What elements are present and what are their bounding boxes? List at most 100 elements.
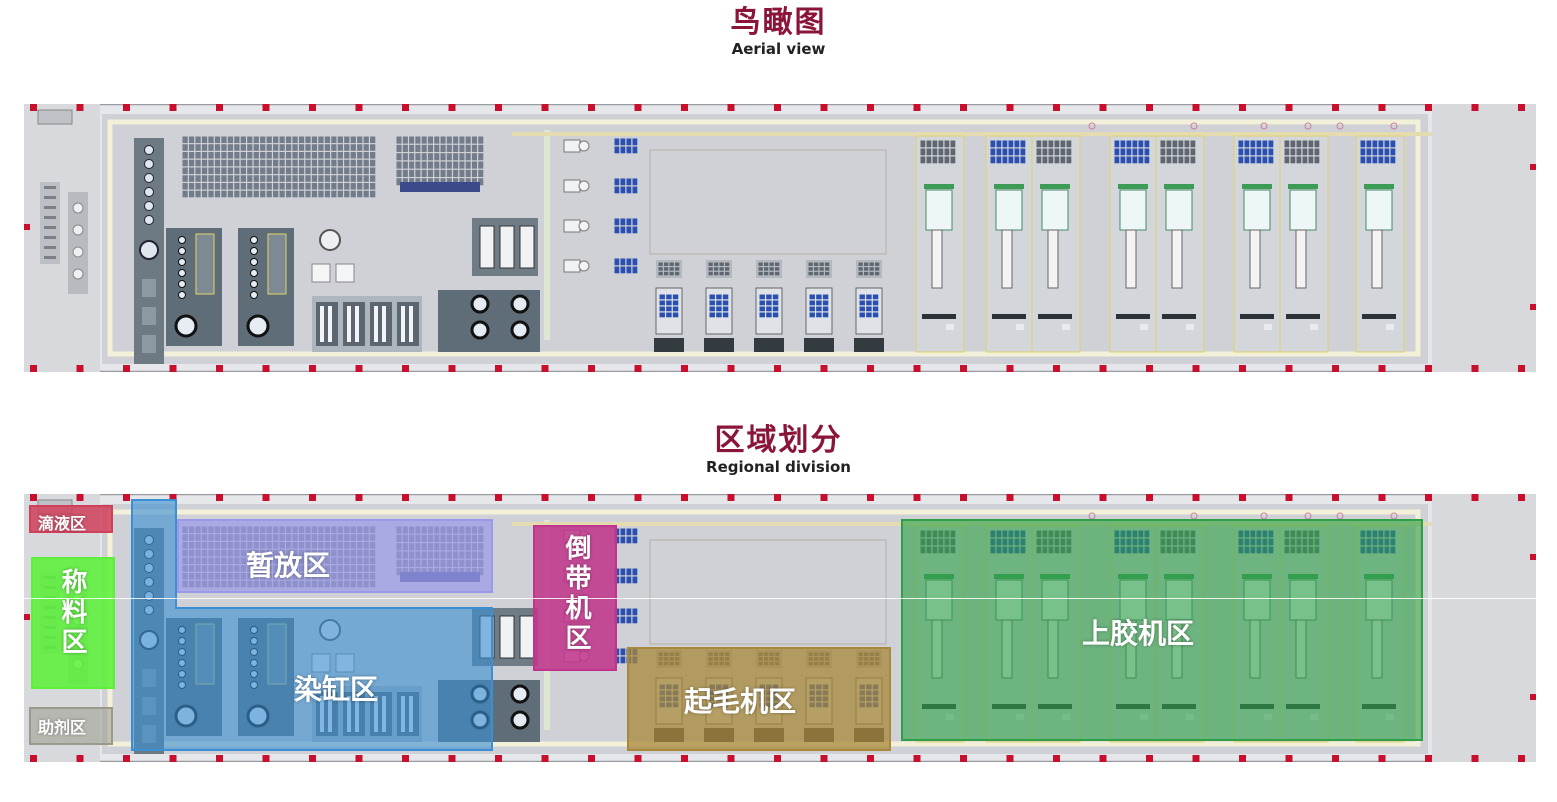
storage-pallets-main — [182, 136, 376, 198]
gluing-coater — [1289, 189, 1317, 231]
gluing-winder — [992, 314, 1026, 319]
rewind-roll — [578, 260, 590, 272]
pillar — [913, 755, 921, 762]
rewind-frame — [563, 219, 581, 233]
scale-pan — [72, 202, 84, 214]
pillar — [541, 755, 549, 762]
dye-vat-cell — [142, 335, 156, 353]
pillar — [681, 104, 688, 111]
pillar — [1285, 755, 1293, 762]
pillar — [867, 365, 874, 372]
pillar — [541, 104, 549, 111]
pillar — [309, 755, 316, 762]
gluing-creel — [1360, 140, 1396, 164]
zone-label-weighing: 称料区 — [57, 568, 87, 658]
entrance-area — [24, 104, 100, 372]
pillar — [309, 494, 316, 501]
dye-machine-panel — [267, 233, 287, 295]
pillar — [820, 104, 828, 111]
dye-vat-large-tank — [470, 294, 490, 314]
pillar — [820, 365, 828, 372]
pillar — [1518, 755, 1525, 762]
raising-machine-base — [654, 338, 684, 352]
pillar — [588, 365, 595, 372]
gluing-dryer — [931, 229, 943, 289]
dye-vat-port — [144, 173, 154, 183]
zone-storage — [177, 519, 493, 593]
raising-machine-head-grid — [808, 262, 830, 276]
pillar — [727, 494, 735, 501]
pillar — [774, 104, 781, 111]
aerial-title: 鸟瞰图 — [730, 5, 827, 40]
zone-label-rewind: 倒带机区 — [561, 534, 591, 654]
rack-shelf — [44, 186, 56, 189]
dye-rack — [370, 302, 392, 346]
gluing-coater-rail — [1164, 184, 1194, 189]
dye-vat-large-tank — [510, 684, 530, 704]
gluing-dryer — [1047, 229, 1059, 289]
pillar — [681, 365, 688, 372]
pillar — [634, 755, 642, 762]
divider-line — [0, 598, 1557, 599]
pillar — [1099, 365, 1107, 372]
dye-rack-slot — [355, 306, 359, 342]
gluing-creel — [1160, 140, 1196, 164]
gluing-coater — [1243, 189, 1271, 231]
gluing-label-tag — [1186, 324, 1194, 330]
pillar — [960, 755, 967, 762]
gluing-creel — [1284, 140, 1320, 164]
pillar — [169, 494, 177, 501]
pillar — [1425, 755, 1432, 762]
pillar — [681, 494, 688, 501]
pillar — [1530, 164, 1536, 170]
raising-machine-bobbins — [859, 294, 879, 318]
gluing-label-tag — [1140, 324, 1148, 330]
pillar — [448, 494, 456, 501]
pillar — [774, 365, 781, 372]
zone-label-dyeing: 染缸区 — [294, 673, 379, 706]
dye-vat-large-tank — [510, 710, 530, 730]
dye-machine-port — [178, 291, 186, 299]
pillar — [588, 494, 595, 501]
dye-rack-slot — [328, 306, 332, 342]
pillar — [216, 365, 223, 372]
floor-marker — [1390, 122, 1398, 130]
dye-rack-slot — [401, 306, 405, 342]
dye-machine-tank — [246, 314, 270, 338]
floor-marker — [1260, 122, 1268, 130]
pillar — [402, 494, 409, 501]
end-bay — [1432, 494, 1536, 762]
pillar — [1239, 365, 1246, 372]
pillar — [1518, 365, 1525, 372]
pillar — [1332, 365, 1339, 372]
gluing-label-tag — [1310, 324, 1318, 330]
pillar — [402, 755, 409, 762]
pillar — [1146, 365, 1153, 372]
pillar — [123, 755, 130, 762]
dye-machine-port — [178, 247, 186, 255]
pillar — [262, 755, 270, 762]
scale-pan — [72, 268, 84, 280]
aerial-floor-plan — [24, 104, 1536, 372]
pillar — [1053, 104, 1060, 111]
scale-pan — [72, 224, 84, 236]
dye-machine-port — [178, 258, 186, 266]
raising-machine-bobbins — [659, 294, 679, 318]
pillar — [24, 614, 30, 620]
pillar — [30, 755, 37, 762]
rack-shelf — [44, 206, 56, 209]
dye-machine-port — [250, 291, 258, 299]
pillar — [123, 494, 130, 501]
pillar — [216, 104, 223, 111]
pillar — [1285, 494, 1293, 501]
dye-machine-port — [178, 269, 186, 277]
zone-drip — [29, 505, 113, 533]
pillar — [1239, 494, 1246, 501]
zone-label-drip: 滴液区 — [38, 514, 87, 533]
gluing-dryer — [1171, 229, 1183, 289]
pillar — [495, 365, 502, 372]
gluing-winder — [1286, 314, 1320, 319]
raising-machine-base — [754, 338, 784, 352]
gluing-dryer — [1295, 229, 1307, 289]
pillar — [1146, 755, 1153, 762]
